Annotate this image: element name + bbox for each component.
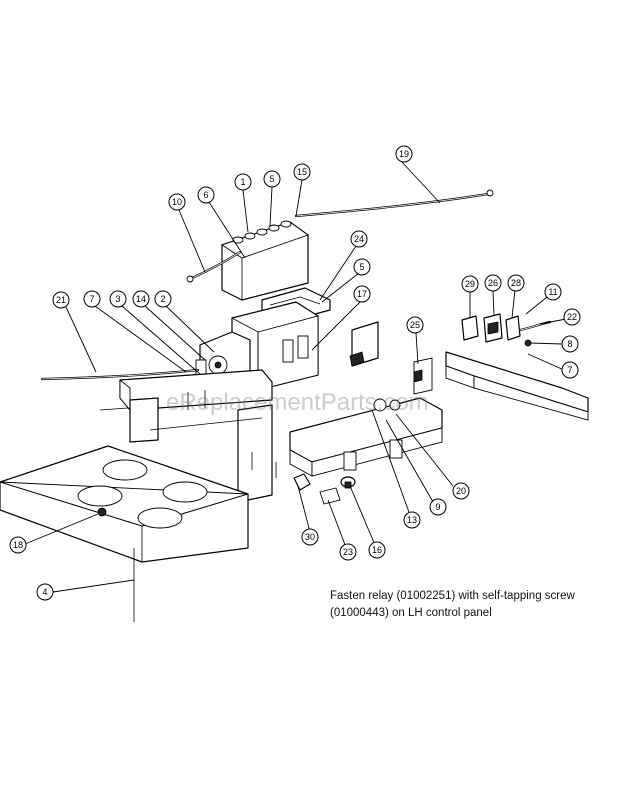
svg-text:2: 2 [160,294,165,304]
battery-cable-positive [186,250,242,283]
svg-text:6: 6 [203,190,208,200]
svg-text:10: 10 [172,197,182,207]
svg-text:26: 26 [488,278,498,288]
watermark: eReplacementParts.com [166,389,429,416]
svg-text:17: 17 [357,289,367,299]
frame-studs [187,390,277,478]
callout-5: 5 [263,170,281,188]
callout-15: 15 [293,163,311,181]
frame-rails [99,369,273,501]
svg-text:20: 20 [456,486,466,496]
callout-9: 9 [429,498,447,516]
callout-6: 6 [197,186,215,204]
callout-18: 18 [9,536,27,554]
relay-bracket [349,321,433,395]
note-line-2: (01000443) on LH control panel [330,607,492,619]
svg-text:14: 14 [136,294,146,304]
svg-text:18: 18 [13,540,23,550]
callout-25: 25 [406,316,424,334]
leader-lines [24,159,567,593]
callout-14: 14 [132,290,150,308]
callout-8: 8 [561,335,579,353]
callout-11: 11 [544,283,562,301]
assembly-note: Fasten relay (01002251) with self-tappin… [330,588,610,622]
starter-cable [40,368,200,381]
callout-7b: 7 [561,361,579,379]
svg-text:15: 15 [297,167,307,177]
battery-tray [231,301,319,391]
svg-text:30: 30 [305,532,315,542]
callout-3: 3 [109,290,127,308]
svg-text:29: 29 [465,279,475,289]
svg-text:19: 19 [399,149,409,159]
svg-text:3: 3 [115,294,120,304]
callout-29: 29 [461,275,479,293]
callout-7: 7 [83,290,101,308]
callout-5b: 5 [353,258,371,276]
battery [220,220,309,301]
svg-text:7: 7 [89,294,94,304]
callout-30: 30 [301,528,319,546]
callout-20: 20 [452,482,470,500]
svg-text:28: 28 [511,278,521,288]
callout-10: 10 [168,193,186,211]
callout-22: 22 [563,308,581,326]
svg-text:1: 1 [240,177,245,187]
svg-text:8: 8 [567,339,572,349]
svg-text:7: 7 [567,365,572,375]
callout-19: 19 [395,145,413,163]
callout-1: 1 [234,173,252,191]
right-frame-rail [445,351,589,421]
svg-text:11: 11 [548,287,557,297]
svg-text:22: 22 [567,312,577,322]
callout-23: 23 [339,543,357,561]
callout-2: 2 [154,290,172,308]
harness-connectors [461,313,552,347]
svg-text:25: 25 [410,320,420,330]
callout-16: 16 [368,541,386,559]
svg-text:4: 4 [42,587,47,597]
deck-plate [0,445,249,622]
callout-24: 24 [350,230,368,248]
svg-text:24: 24 [354,234,364,244]
svg-text:21: 21 [56,295,66,305]
callout-4: 4 [36,583,54,601]
svg-text:9: 9 [435,502,440,512]
callout-17: 17 [353,285,371,303]
svg-text:5: 5 [359,262,364,272]
callout-13: 13 [403,511,421,529]
callout-21: 21 [52,291,70,309]
note-line-1: Fasten relay (01002251) with self-tappin… [330,590,575,602]
svg-text:16: 16 [372,545,382,555]
svg-text:23: 23 [343,547,353,557]
callout-26: 26 [484,274,502,292]
battery-cable-negative [294,189,494,218]
svg-text:5: 5 [269,174,274,184]
svg-text:13: 13 [407,515,417,525]
panel-components [293,473,356,505]
lh-control-panel [289,397,443,477]
callout-28: 28 [507,274,525,292]
